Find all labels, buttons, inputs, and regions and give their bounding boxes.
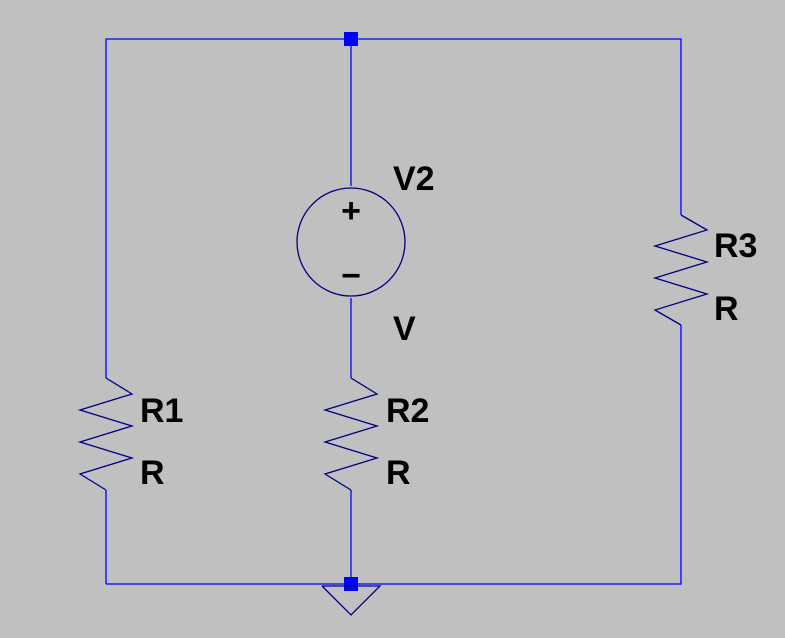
resistor-r2-body[interactable]	[322, 377, 380, 491]
junction-dot-top[interactable]	[344, 32, 358, 46]
resistor-r1-body[interactable]	[77, 377, 135, 491]
wire-r3-bottom[interactable]	[351, 325, 682, 585]
v2-name-label: V2	[393, 160, 435, 198]
resistor-r1[interactable]	[77, 377, 135, 491]
wire-top-right[interactable]	[351, 38, 682, 215]
wire-top-left[interactable]	[105, 38, 351, 378]
r1-name-label: R1	[140, 392, 183, 430]
r2-value-label: R	[386, 454, 411, 492]
wires	[105, 38, 682, 585]
v2-minus-sign-icon: −	[341, 257, 361, 295]
v2-plus-sign-icon: +	[341, 192, 361, 230]
voltage-source-v2[interactable]: + −	[296, 187, 406, 297]
resistor-r2[interactable]	[322, 377, 380, 491]
ground-symbol[interactable]	[321, 585, 382, 616]
voltage-source-v2-body[interactable]	[296, 187, 406, 297]
r2-name-label: R2	[386, 392, 429, 430]
resistor-r3-body[interactable]	[652, 214, 710, 326]
v2-value-label: V	[393, 310, 416, 348]
r3-name-label: R3	[714, 227, 757, 265]
r1-value-label: R	[140, 454, 165, 492]
junction-dot-bottom[interactable]	[344, 577, 358, 591]
resistor-r3[interactable]	[652, 214, 710, 326]
r3-value-label: R	[714, 290, 739, 328]
